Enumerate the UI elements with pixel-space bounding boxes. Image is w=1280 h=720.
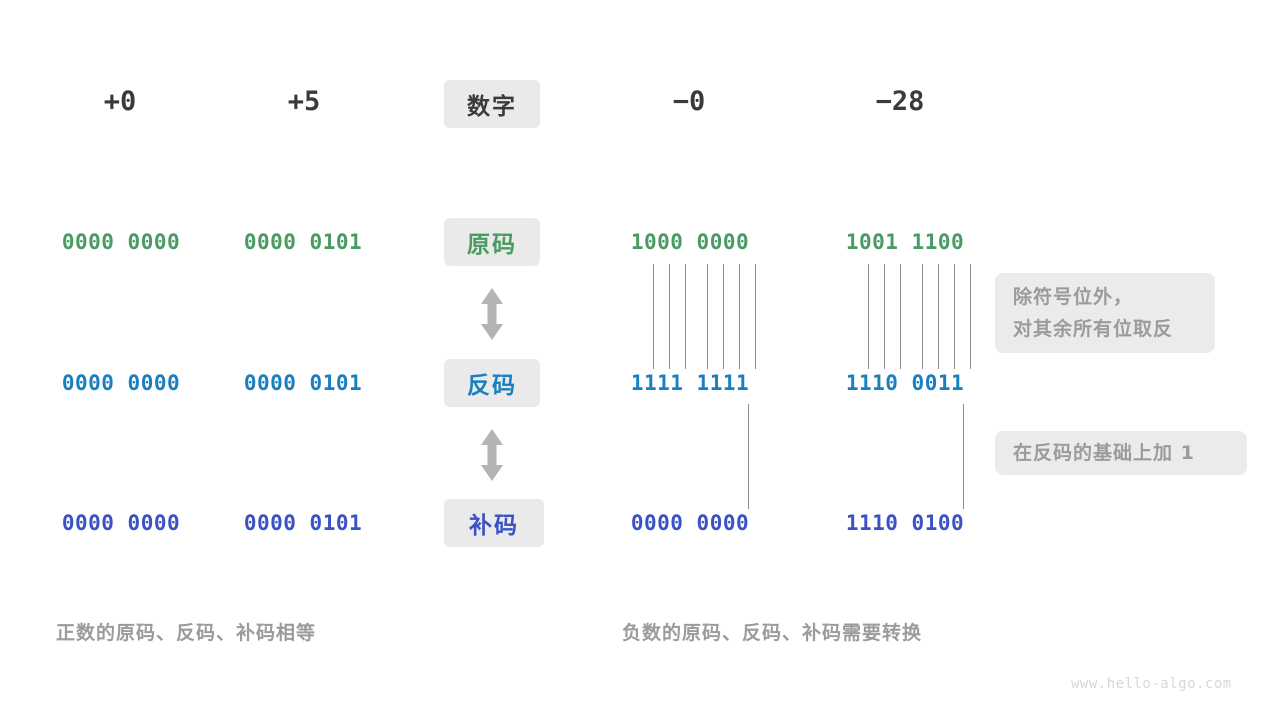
- row-ones-complement-plus-zero: 0000 0000: [61, 371, 181, 395]
- row-ones-complement-plus-five: 0000 0101: [243, 371, 363, 395]
- note-invert-line2: 对其余所有位取反: [1013, 318, 1174, 340]
- note-invert-bits: 除符号位外， 对其余所有位取反: [995, 273, 1215, 353]
- row-ones-complement-minus-28: 1110 0011: [845, 371, 965, 395]
- connector-minus-zero-bit2: [653, 264, 654, 369]
- connector-minus-28-bit2: [868, 264, 869, 369]
- note-add-one: 在反码的基础上加 1: [995, 431, 1247, 475]
- connector-minus-zero-bit5: [707, 264, 708, 369]
- header-minus-28: −28: [875, 86, 925, 117]
- row-ones-complement-minus-zero: 1111 1111: [630, 371, 750, 395]
- header-plus-five: +5: [287, 86, 321, 117]
- header-chip-number: 数字: [444, 80, 540, 128]
- row-sign-magnitude-minus-28: 1001 1100: [845, 230, 965, 254]
- double-arrow-icon-bottom: [472, 427, 512, 483]
- connector-minus-28-bit6: [938, 264, 939, 369]
- row-twos-complement-plus-five: 0000 0101: [243, 511, 363, 535]
- connector-minus-zero-bit3: [669, 264, 670, 369]
- caption-negative-text: 负数的原码、反码、补码需要转换: [622, 622, 923, 644]
- note-add-one-line1: 在反码的基础上加 1: [1013, 442, 1195, 464]
- caption-positive-text: 正数的原码、反码、补码相等: [56, 622, 317, 644]
- watermark: www.hello-algo.com: [1071, 676, 1232, 692]
- row-chip-ones-complement: 反码: [444, 359, 540, 407]
- header-minus-zero: −0: [672, 86, 706, 117]
- double-arrow-icon-top: [472, 286, 512, 342]
- connector-minus-zero-bit6: [723, 264, 724, 369]
- row-twos-complement-plus-zero: 0000 0000: [61, 511, 181, 535]
- connector-minus-zero-bit7: [739, 264, 740, 369]
- row-sign-magnitude-plus-five: 0000 0101: [243, 230, 363, 254]
- row-sign-magnitude-plus-zero: 0000 0000: [61, 230, 181, 254]
- header-plus-zero: +0: [103, 86, 137, 117]
- connector-addone-minus-28: [963, 404, 964, 509]
- row-twos-complement-minus-zero: 0000 0000: [630, 511, 750, 535]
- note-invert-line1: 除符号位外，: [1013, 286, 1134, 308]
- connector-minus-28-bit5: [922, 264, 923, 369]
- connector-minus-28-bit3: [884, 264, 885, 369]
- connector-addone-minus-zero: [748, 404, 749, 509]
- row-twos-complement-minus-28: 1110 0100: [845, 511, 965, 535]
- connector-minus-zero-bit8: [755, 264, 756, 369]
- connector-minus-28-bit7: [954, 264, 955, 369]
- connector-minus-28-bit8: [970, 264, 971, 369]
- connector-minus-28-bit4: [900, 264, 901, 369]
- row-sign-magnitude-minus-zero: 1000 0000: [630, 230, 750, 254]
- row-chip-twos-complement: 补码: [444, 499, 544, 547]
- row-chip-sign-magnitude: 原码: [444, 218, 540, 266]
- connector-minus-zero-bit4: [685, 264, 686, 369]
